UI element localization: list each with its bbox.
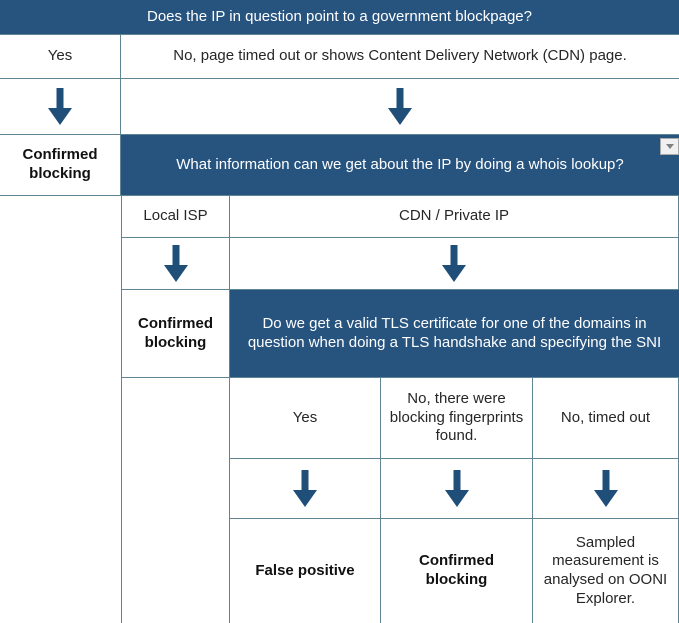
empty-cell-left-4: [0, 378, 121, 459]
verdict-confirmed-blocking-level3: Confirmed blocking: [381, 519, 533, 623]
dropdown-button[interactable]: [660, 138, 679, 155]
answer-no-blockpage: No, page timed out or shows Content Deli…: [121, 35, 679, 79]
verdict-false-positive-text: False positive: [255, 561, 355, 579]
answer-local-isp: Local ISP: [121, 196, 230, 238]
question-band-tls: Do we get a valid TLS certificate for on…: [230, 290, 679, 378]
down-arrow-icon: [388, 87, 412, 125]
answer-cdn-private-ip-text: CDN / Private IP: [398, 207, 510, 225]
verdict-confirmed-blocking-level2-text: Confirmed blocking: [138, 314, 213, 351]
arrow-cell-tls-fingerprints: [381, 459, 533, 519]
answer-tls-yes-text: Yes: [292, 408, 318, 426]
verdict-confirmed-blocking-level1-text: Confirmed blocking: [22, 146, 98, 182]
down-arrow-icon: [444, 469, 469, 507]
empty-cell-left-6: [0, 519, 121, 623]
arrow-cell-tls-yes: [230, 459, 381, 519]
answer-tls-yes: Yes: [230, 378, 381, 459]
arrow-cell-yes-blockpage: [0, 79, 121, 135]
arrow-cell-tls-timeout: [533, 459, 679, 519]
verdict-confirmed-blocking-level3-text: Confirmed blocking: [419, 552, 494, 588]
empty-cell-mid-2: [121, 459, 230, 519]
empty-cell-left-1: [0, 196, 121, 238]
answer-tls-fingerprints: No, there were blocking fingerprints fou…: [381, 378, 533, 459]
question-blockpage-text: Does the IP in question point to a gover…: [147, 7, 532, 25]
question-band-whois: What information can we get about the IP…: [121, 135, 679, 196]
chevron-down-icon: [665, 144, 674, 149]
empty-cell-mid-1: [121, 378, 230, 459]
arrow-cell-cdn: [230, 238, 679, 290]
verdict-ooni-explorer: Sampled measurement is analysed on OONI …: [533, 519, 679, 623]
arrow-cell-local-isp: [121, 238, 230, 290]
arrow-cell-no-blockpage: [121, 79, 679, 135]
verdict-false-positive: False positive: [230, 519, 381, 623]
question-whois-text: What information can we get about the IP…: [176, 155, 624, 173]
empty-cell-left-5: [0, 459, 121, 519]
verdict-confirmed-blocking-level1: Confirmed blocking: [0, 135, 121, 196]
answer-local-isp-text: Local ISP: [143, 207, 208, 225]
answer-cdn-private-ip: CDN / Private IP: [230, 196, 679, 238]
empty-cell-left-3: [0, 290, 121, 378]
down-arrow-icon: [163, 244, 188, 282]
empty-cell-mid-3: [121, 519, 230, 623]
answer-tls-timeout: No, timed out: [533, 378, 679, 459]
answer-yes-blockpage-text: Yes: [47, 47, 73, 65]
question-band-blockpage: Does the IP in question point to a gover…: [0, 0, 679, 35]
down-arrow-icon: [48, 87, 72, 125]
empty-cell-left-2: [0, 238, 121, 290]
down-arrow-icon: [293, 469, 317, 507]
answer-tls-fingerprints-text: No, there were blocking fingerprints fou…: [389, 389, 524, 445]
answer-no-blockpage-text: No, page timed out or shows Content Deli…: [173, 47, 627, 65]
answer-yes-blockpage: Yes: [0, 35, 121, 79]
question-tls-text: Do we get a valid TLS certificate for on…: [247, 314, 662, 351]
verdict-ooni-explorer-text: Sampled measurement is analysed on OONI …: [543, 533, 668, 607]
verdict-confirmed-blocking-level2: Confirmed blocking: [121, 290, 230, 378]
down-arrow-icon: [593, 469, 618, 507]
answer-tls-timeout-text: No, timed out: [560, 408, 651, 426]
down-arrow-icon: [442, 244, 466, 282]
